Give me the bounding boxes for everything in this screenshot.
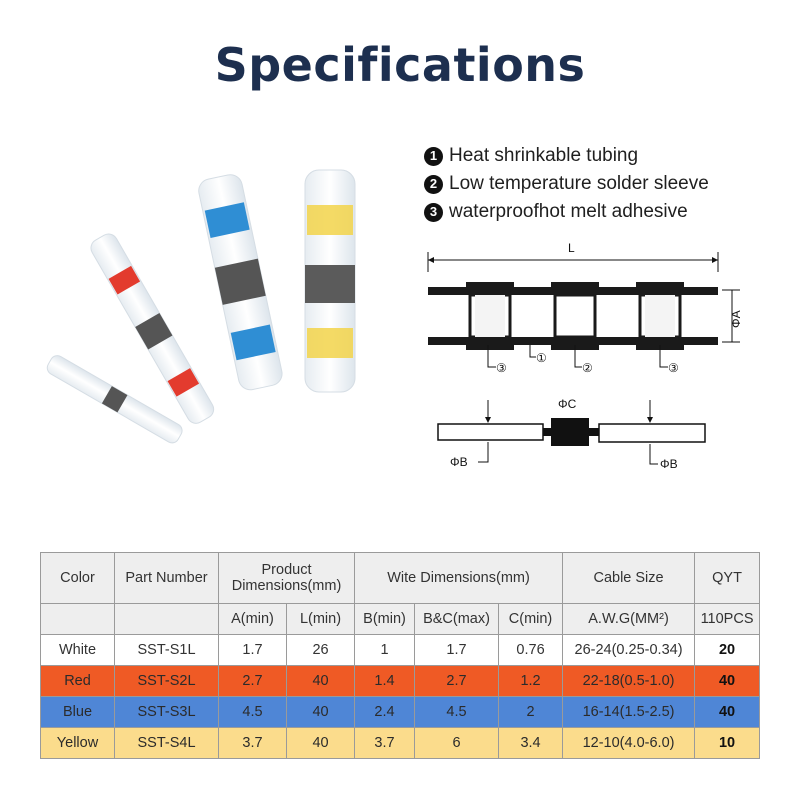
c-min-cell: 3.4 [498,727,564,759]
table-subheader-row: A(min) L(min) B(min) B&C(max) C(min) A.W… [40,603,761,635]
marker-label: ② [582,361,593,375]
quantity-cell: 10 [694,727,761,759]
awg-cell: 16-14(1.5-2.5) [562,696,696,728]
b-min-cell: 1.4 [354,665,416,697]
header-cell: C(min) [498,603,564,635]
table-row: Blue SST-S3L 4.5 40 2.4 4.5 2 16-14(1.5-… [40,696,761,728]
marker-label: ③ [496,361,507,375]
part-number-cell: SST-S2L [114,665,219,697]
part-number-cell: SST-S3L [114,696,219,728]
l-min-cell: 40 [285,727,356,759]
component-legend: 1 Heat shrinkable tubing 2 Low temperatu… [424,142,709,226]
table-row: White SST-S1L 1.7 26 1 1.7 0.76 26-24(0.… [40,634,761,666]
table-header-row: Color Part Number Product Dimensions(mm)… [40,552,761,604]
header-cell: B(min) [354,603,416,635]
bc-max-cell: 4.5 [414,696,500,728]
bc-max-cell: 1.7 [414,634,500,666]
b-min-cell: 1 [354,634,416,666]
wire-dimension-diagram: ΦC ΦB ΦB [437,397,706,471]
table-row: Red SST-S2L 2.7 40 1.4 2.7 1.2 22-18(0.5… [40,665,761,697]
c-min-cell: 1.2 [498,665,564,697]
header-cell [114,603,219,635]
number-badge-icon: 3 [424,202,443,222]
page-title: Specifications [214,38,586,92]
a-min-cell: 2.7 [218,665,287,697]
a-min-cell: 3.7 [218,727,287,759]
legend-text: Heat shrinkable tubing [449,145,639,166]
bc-max-cell: 6 [414,727,500,759]
header-cell: Color [40,552,115,604]
yellow-connector [304,169,356,393]
part-number-cell: SST-S4L [114,727,219,759]
color-cell: Blue [40,696,115,728]
cross-section-diagram: L ΦA ③ ① ② ③ [427,241,740,375]
marker-label: ① [536,351,547,365]
phi-a-label: ΦA [729,310,740,328]
header-cell: Wite Dimensions(mm) [354,552,564,604]
l-min-cell: 40 [285,696,356,728]
quantity-cell: 40 [694,665,761,697]
legend-item: 1 Heat shrinkable tubing [424,142,709,170]
color-cell: White [40,634,115,666]
c-min-cell: 2 [498,696,564,728]
legend-item: 3 waterproofhot melt adhesive [424,198,709,226]
header-cell: 110PCS [694,603,761,635]
length-label: L [568,241,575,255]
blue-connector [198,174,283,391]
legend-text: Low temperature solder sleeve [449,173,709,194]
bc-max-cell: 2.7 [414,665,500,697]
header-cell: QYT [694,552,761,604]
product-photo [46,169,356,444]
white-connector [46,355,183,444]
awg-cell: 22-18(0.5-1.0) [562,665,696,697]
legend-text: waterproofhot melt adhesive [449,201,688,222]
l-min-cell: 26 [285,634,356,666]
l-min-cell: 40 [285,665,356,697]
header-cell: L(min) [285,603,356,635]
quantity-cell: 20 [694,634,761,666]
marker-label: ③ [668,361,679,375]
header-cell [40,603,115,635]
table-row: Yellow SST-S4L 3.7 40 3.7 6 3.4 12-10(4.… [40,727,761,759]
header-cell: Part Number [114,552,219,604]
phi-b-label: ΦB [660,457,678,471]
red-connector [90,233,215,424]
phi-b-label: ΦB [450,455,468,469]
awg-cell: 26-24(0.25-0.34) [562,634,696,666]
color-cell: Red [40,665,115,697]
header-cell: Product Dimensions(mm) [217,552,356,604]
spec-table: Color Part Number Product Dimensions(mm)… [40,552,761,759]
phi-c-label: ΦC [558,397,577,411]
b-min-cell: 2.4 [354,696,416,728]
legend-item: 2 Low temperature solder sleeve [424,170,709,198]
part-number-cell: SST-S1L [114,634,219,666]
a-min-cell: 1.7 [218,634,287,666]
number-badge-icon: 1 [424,146,443,166]
header-cell: A.W.G(MM²) [562,603,696,635]
a-min-cell: 4.5 [218,696,287,728]
color-cell: Yellow [40,727,115,759]
b-min-cell: 3.7 [354,727,416,759]
header-cell: A(min) [218,603,287,635]
awg-cell: 12-10(4.0-6.0) [562,727,696,759]
header-cell: Cable Size [562,552,696,604]
number-badge-icon: 2 [424,174,443,194]
quantity-cell: 40 [694,696,761,728]
c-min-cell: 0.76 [498,634,564,666]
header-cell: B&C(max) [414,603,500,635]
